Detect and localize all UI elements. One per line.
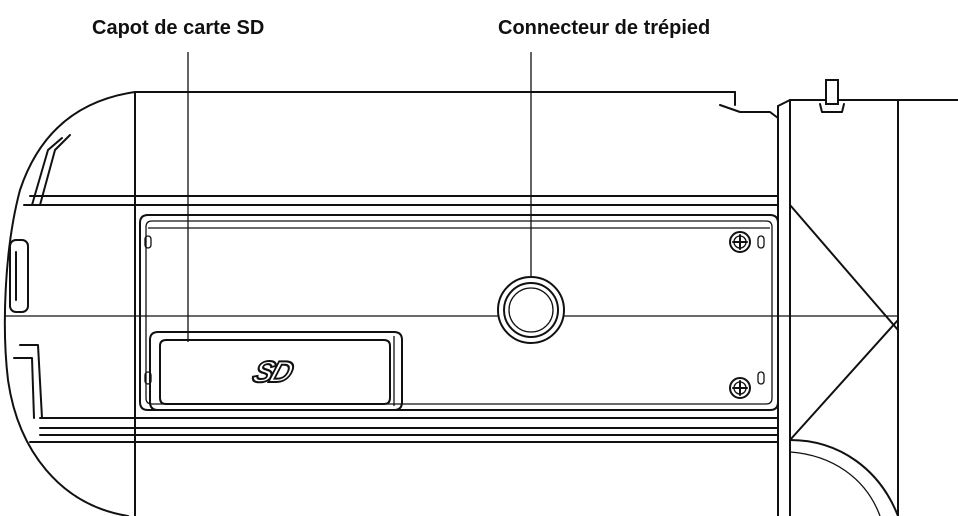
tripod-connector-label: Connecteur de trépied	[498, 17, 711, 39]
screw-top-right	[729, 231, 751, 253]
screw-bottom-right	[729, 377, 751, 399]
sd-card-cover-label: Capot de carte SD	[92, 17, 265, 39]
camera-body-outline	[3, 91, 779, 516]
sd-logo: SD	[249, 355, 299, 389]
bottom-plate	[139, 214, 779, 411]
sd-card-cover: SD	[149, 331, 403, 411]
tripod-connector	[497, 276, 565, 344]
body-panel-lines	[5, 195, 790, 516]
left-side-details	[9, 134, 71, 419]
lens-barrel	[777, 79, 958, 516]
